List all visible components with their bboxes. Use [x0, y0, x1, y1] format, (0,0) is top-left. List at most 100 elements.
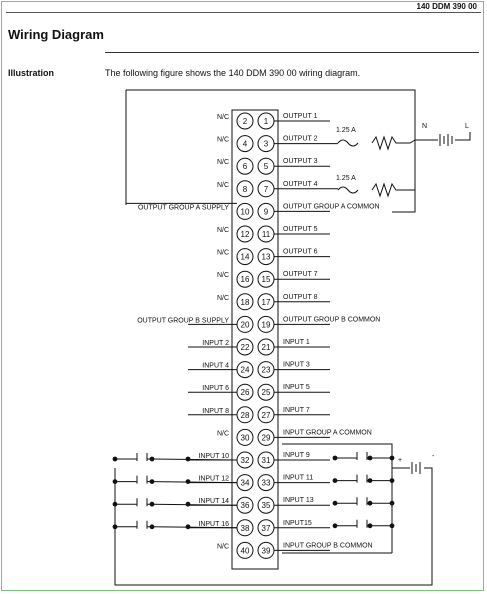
terminal-left — [236, 541, 254, 559]
terminal-left-number: 10 — [241, 207, 250, 216]
title-rule — [105, 52, 479, 53]
terminal-right-label: OUTPUT GROUP B COMMON — [283, 316, 380, 323]
terminal-right-label: INPUT 3 — [283, 362, 310, 369]
terminal-right-label: OUTPUT 8 — [283, 294, 318, 301]
terminal-right-label: INPUT GROUP B COMMON — [283, 542, 373, 549]
terminal-right-number: 33 — [262, 479, 271, 488]
terminal-right-label: INPUT 13 — [283, 497, 314, 504]
terminal-left — [236, 248, 254, 266]
terminal-left-number: 16 — [241, 275, 250, 284]
terminal-right-number: 37 — [262, 524, 271, 533]
terminal-right-label: OUTPUT 4 — [283, 181, 318, 188]
terminal-left-label: INPUT 4 — [202, 363, 229, 370]
terminal-left — [236, 225, 254, 243]
right-input-switch — [335, 452, 370, 460]
terminal-left-number: 28 — [241, 411, 250, 420]
terminal-left — [236, 293, 254, 311]
junction-dot — [389, 523, 395, 529]
terminal-left-number: 24 — [241, 366, 250, 375]
terminal-left-number: 2 — [243, 117, 248, 126]
terminal-right-number: 1 — [264, 117, 269, 126]
left-input-switch — [115, 520, 152, 529]
terminal-left-number: 12 — [241, 230, 250, 239]
terminal-left-number: 18 — [241, 298, 250, 307]
junction-dot — [185, 501, 191, 507]
terminal-strip — [231, 109, 279, 570]
junction-dot — [185, 456, 191, 462]
right-input-switch — [335, 519, 370, 528]
left-switch-wire — [151, 503, 238, 506]
terminal-left-label: N/C — [217, 137, 229, 144]
header-rule — [6, 12, 481, 13]
terminal-left-label: N/C — [217, 227, 229, 234]
junction-dot — [185, 524, 191, 530]
terminal-left-number: 14 — [241, 253, 250, 262]
terminal-left-number: 38 — [241, 524, 250, 533]
terminal-left — [236, 202, 254, 220]
left-input-switch — [115, 453, 152, 461]
terminal-right-label: OUTPUT 2 — [283, 136, 318, 143]
terminal-left-label: OUTPUT GROUP A SUPPLY — [138, 204, 229, 211]
terminal-left-number: 8 — [243, 185, 248, 194]
junction-dot — [389, 478, 395, 483]
terminal-left-label: N/C — [217, 430, 229, 437]
terminal-left-label: N/C — [217, 182, 229, 189]
terminal-left-label: OUTPUT GROUP B SUPPLY — [137, 317, 229, 324]
junction-dot — [332, 500, 338, 506]
terminal-left-label: N/C — [217, 250, 229, 257]
group-a-common-wire — [392, 140, 416, 213]
battery-symbol-dc — [411, 462, 421, 474]
terminal-right-label: INPUT 7 — [283, 407, 310, 414]
terminal-left-label: N/C — [217, 543, 229, 550]
illustration-label: Illustration — [8, 68, 55, 78]
left-switch-wire — [151, 526, 238, 529]
power-wire — [415, 132, 471, 141]
terminal-right-number: 29 — [262, 433, 271, 442]
terminal-right-number: 15 — [262, 275, 271, 284]
terminal-right-number: 23 — [262, 366, 271, 375]
terminal-left-number: 30 — [241, 433, 250, 442]
terminal-left-label: N/C — [217, 295, 229, 302]
terminal-left — [236, 270, 254, 288]
right-input-switch — [335, 497, 370, 506]
fuse-output-4 — [337, 186, 359, 194]
terminal-left — [236, 428, 254, 446]
left-input-switch — [115, 498, 152, 507]
terminal-left-number: 4 — [243, 140, 248, 149]
terminal-right-label: OUTPUT 6 — [283, 249, 318, 256]
terminal-right-label: OUTPUT 1 — [283, 113, 318, 120]
terminal-left-number: 6 — [243, 162, 248, 171]
supply-loop-a — [125, 89, 416, 205]
terminal-right-number: 5 — [264, 162, 269, 171]
terminal-right-label: INPUT 11 — [283, 475, 313, 482]
terminal-right-label: INPUT 5 — [283, 384, 310, 391]
terminal-right-label: INPUT 1 — [283, 339, 310, 346]
terminal-left — [236, 135, 254, 153]
terminal-right-number: 25 — [262, 388, 271, 397]
terminal-left-number: 32 — [241, 456, 250, 465]
terminal-row: 24 23 INPUT 4 INPUT 3 — [188, 361, 330, 379]
terminal-left-label: N/C — [217, 272, 229, 279]
junction-dot — [389, 455, 395, 461]
terminal-right-label: INPUT15 — [283, 520, 312, 527]
left-input-switch — [115, 475, 152, 484]
terminal-right-number: 13 — [262, 253, 271, 262]
terminal-row: 30 29 N/C INPUT GROUP A COMMON — [217, 428, 372, 446]
fuse-label-1: 1.25 A — [336, 127, 356, 134]
terminal-left — [236, 112, 254, 130]
terminal-right-label: INPUT GROUP A COMMON — [283, 429, 372, 436]
junction-dot — [332, 523, 338, 529]
terminal-left-label: INPUT 10 — [198, 453, 229, 460]
